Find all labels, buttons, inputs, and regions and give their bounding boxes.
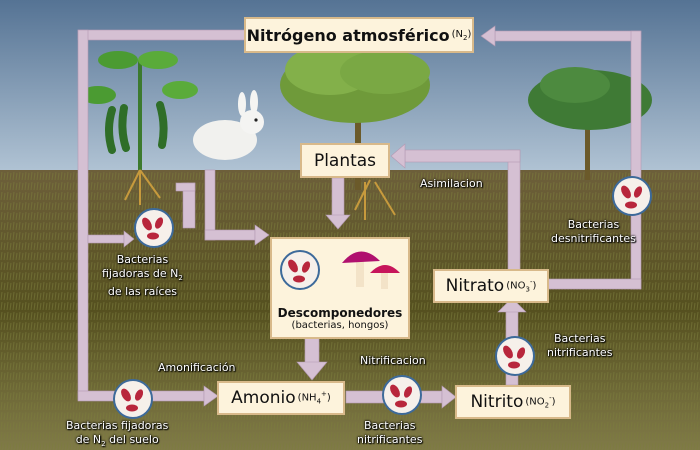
- bacterias-fijadoras-suelo-label: Bacterias fijadoras de N2 del suelo: [66, 419, 169, 449]
- nitrito-box: Nitrito (NO2-): [455, 385, 571, 419]
- nitrato-formula: (NO3-): [506, 278, 537, 294]
- bacterias-desnitrificantes-label: Bacterias desnitrificantes: [551, 218, 636, 245]
- atmospheric-nitrogen-box: Nitrógeno atmosférico (N2): [244, 17, 474, 53]
- bacteria-icon: [134, 208, 174, 248]
- nitrificacion-label: Nitrificacion: [360, 354, 426, 367]
- amonificacion-label: Amonificación: [158, 361, 236, 374]
- asimilacion-label: Asimilacion: [420, 177, 483, 190]
- descomponedores-subtitle: (bacterias, hongos): [291, 320, 389, 331]
- bacteria-icon: [612, 176, 652, 216]
- bacteria-icon: [113, 379, 153, 419]
- nitrito-label: Nitrito: [470, 392, 524, 412]
- title-text: Nitrógeno atmosférico: [246, 25, 450, 45]
- bacterias-fijadoras-raices-label: Bacterias fijadoras de N2 de las raíces: [102, 253, 183, 299]
- rabbit-icon: [193, 90, 264, 160]
- tree-icon: [528, 67, 652, 180]
- plantas-box: Plantas: [300, 143, 390, 178]
- title-formula: (N2): [451, 28, 472, 42]
- amonio-box: Amonio (NH4+): [217, 381, 345, 415]
- plantas-label: Plantas: [313, 150, 377, 171]
- bacterias-nitrificantes-right-label: Bacterias nitrificantes: [547, 332, 613, 359]
- nitrato-label: Nitrato: [445, 276, 505, 296]
- bacteria-icon: [280, 250, 320, 290]
- tree-icon: [280, 45, 430, 220]
- mushroom-icon: [342, 251, 400, 289]
- descomponedores-title: Descomponedores: [277, 306, 403, 320]
- bacterias-nitrificantes-bottom-label: Bacterias nitrificantes: [357, 419, 423, 446]
- bacteria-icon: [495, 336, 535, 376]
- amonio-formula: (NH4+): [297, 390, 331, 406]
- nitrito-formula: (NO2-): [525, 394, 556, 410]
- amonio-label: Amonio: [231, 388, 296, 408]
- bacteria-icon: [382, 375, 422, 415]
- plant-icon: [80, 51, 198, 205]
- nitrato-box: Nitrato (NO3-): [433, 269, 549, 303]
